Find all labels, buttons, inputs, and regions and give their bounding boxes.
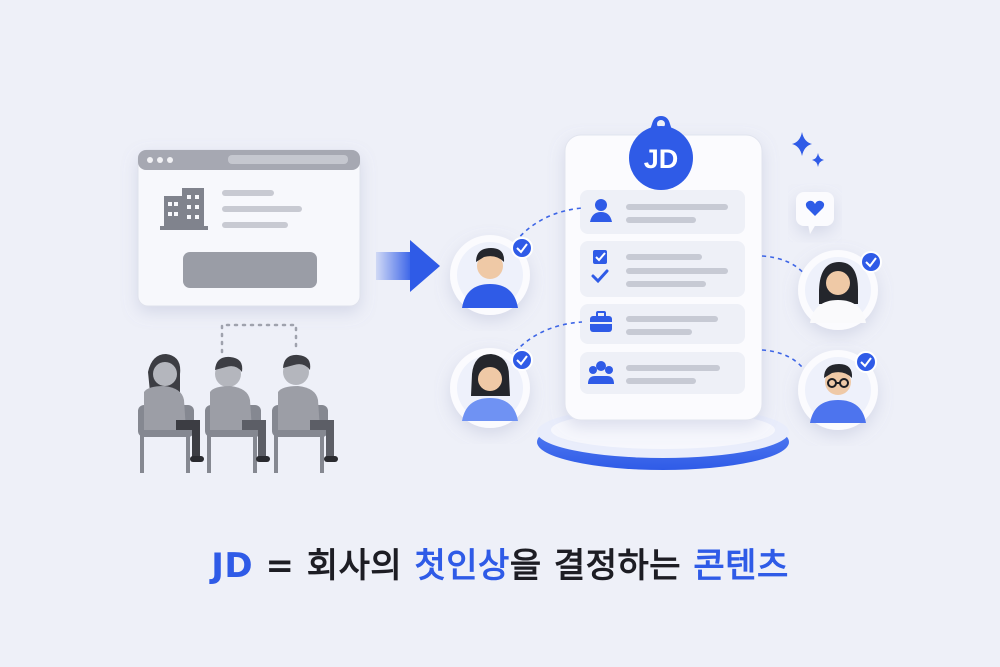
avatar-top-right [798, 250, 882, 330]
browser-text-lines [222, 190, 302, 228]
group-icon [588, 361, 614, 384]
caption: JD = 회사의 첫인상을 결정하는 콘텐츠 [0, 538, 1000, 587]
caption-determines: 을 결정하는 [509, 546, 694, 586]
dotted-connector [220, 323, 298, 354]
jd-tag [629, 116, 693, 190]
check-badge-icon [855, 351, 877, 373]
user-icon [590, 199, 612, 222]
avatar-bottom-left [450, 348, 533, 428]
avatar-top-left [450, 235, 533, 315]
sparkle-icon [792, 132, 824, 167]
browser-cta-bar [183, 252, 317, 288]
card-rows [580, 190, 745, 394]
check-badge-icon [860, 251, 882, 273]
heart-bubble-icon [796, 192, 834, 234]
dashed-connectors [514, 207, 807, 373]
briefcase-icon [590, 311, 612, 332]
arrow-right-icon [376, 240, 440, 292]
caption-equals-company: = 회사의 [253, 546, 415, 586]
check-badge-icon [511, 237, 533, 259]
building-icon [160, 188, 208, 230]
caption-content: 콘텐츠 [693, 546, 789, 586]
avatar-bottom-right [798, 350, 878, 430]
checklist-icon [591, 250, 609, 284]
caption-jd: JD [211, 546, 254, 586]
check-badge-icon [511, 349, 533, 371]
audience-group [138, 354, 338, 473]
caption-first-impression: 첫인상 [414, 546, 510, 586]
jd-badge-text: JD [644, 144, 679, 174]
